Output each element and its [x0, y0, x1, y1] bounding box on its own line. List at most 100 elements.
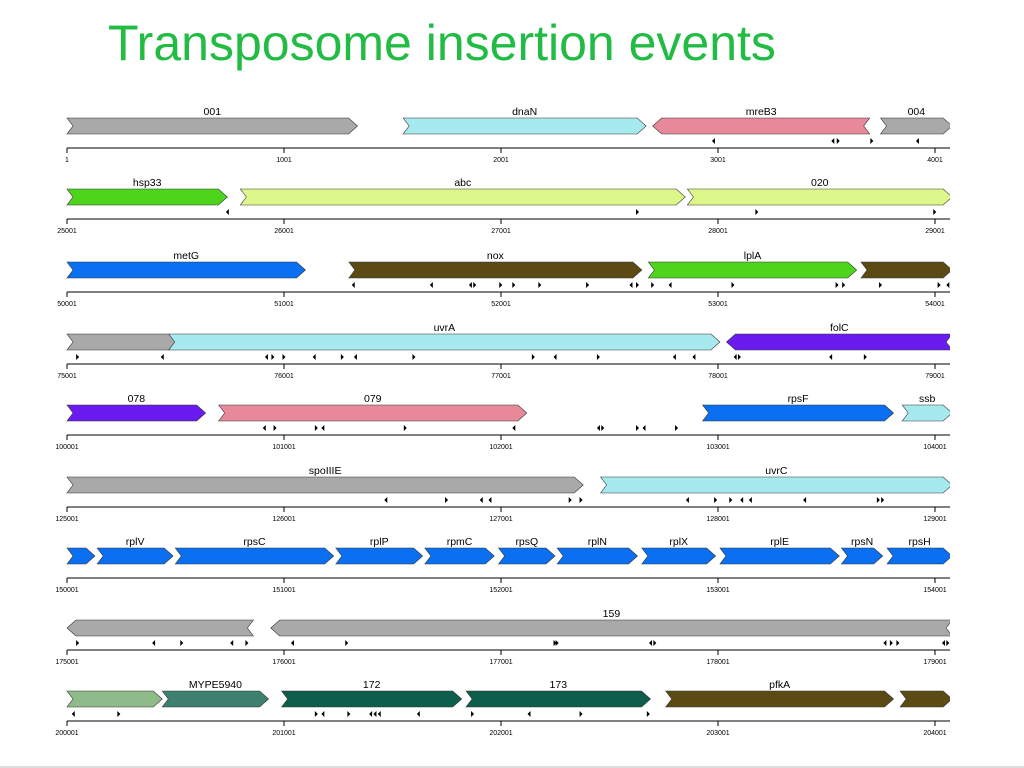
gene-arrow — [239, 188, 686, 206]
gene-label: 001 — [204, 106, 222, 118]
gene-arrow — [686, 188, 950, 206]
gene-arrow — [168, 333, 721, 351]
insertion-marker — [835, 282, 839, 288]
gene-label: rplN — [588, 536, 607, 548]
tick-label: 204001 — [923, 730, 946, 737]
tick-label: 200001 — [55, 730, 78, 737]
tick-label: 128001 — [706, 516, 729, 523]
tick-label: 176001 — [272, 659, 295, 666]
insertion-marker — [831, 138, 835, 144]
gene-arrow — [402, 117, 647, 135]
tick-label: 102001 — [489, 444, 512, 451]
tick-label: 27001 — [491, 228, 511, 235]
tick-label: 29001 — [925, 228, 945, 235]
tick-label: 150001 — [55, 587, 78, 594]
gene-arrow — [66, 619, 255, 637]
tick-label: 125001 — [55, 516, 78, 523]
gene-arrow — [860, 261, 950, 279]
insertion-marker — [635, 282, 639, 288]
insertion-marker — [883, 640, 887, 646]
insertion-marker — [879, 282, 883, 288]
tick-label: 54001 — [925, 301, 945, 308]
gene-label: dnaN — [512, 106, 537, 118]
gene-label: rplE — [770, 536, 789, 548]
insertion-marker — [160, 354, 164, 360]
insertion-marker — [685, 497, 689, 503]
gene-arrow — [465, 690, 651, 708]
insertion-marker — [740, 497, 744, 503]
gene-label: 020 — [811, 177, 829, 189]
insertion-marker — [579, 497, 583, 503]
insertion-marker — [412, 354, 416, 360]
insertion-marker — [264, 354, 268, 360]
gene-label: rpsF — [788, 393, 809, 405]
insertion-marker — [553, 640, 557, 646]
insertion-marker — [870, 138, 874, 144]
insertion-marker — [351, 282, 355, 288]
insertion-marker — [345, 640, 349, 646]
gene-label: MYPE5940 — [189, 679, 242, 691]
insertion-marker — [76, 354, 80, 360]
gene-arrow — [66, 333, 178, 351]
tick-label: 52001 — [491, 301, 511, 308]
insertion-marker — [321, 711, 325, 717]
insertion-marker — [829, 354, 833, 360]
insertion-marker — [915, 138, 919, 144]
gene-label: metG — [173, 250, 199, 262]
insertion-marker — [748, 497, 752, 503]
insertion-marker — [471, 711, 475, 717]
gene-label: spoIIIE — [309, 465, 342, 477]
gene-arrow — [218, 404, 528, 422]
tick-label: 153001 — [706, 587, 729, 594]
insertion-marker — [714, 497, 718, 503]
gene-arrow — [701, 404, 895, 422]
insertion-marker — [842, 282, 846, 288]
insertion-marker — [377, 711, 381, 717]
tick-label: 28001 — [708, 228, 728, 235]
insertion-marker — [271, 354, 275, 360]
gene-label: 172 — [363, 679, 381, 691]
gene-arrow — [66, 547, 96, 565]
tick-label: 126001 — [272, 516, 295, 523]
insertion-marker — [531, 354, 535, 360]
tick-label: 1 — [65, 157, 69, 164]
tick-label: 104001 — [923, 444, 946, 451]
insertion-marker — [635, 209, 639, 215]
insertion-marker — [668, 282, 672, 288]
gene-label: 079 — [364, 393, 382, 405]
insertion-marker — [629, 282, 633, 288]
gene-arrow — [556, 547, 638, 565]
insertion-marker — [601, 425, 605, 431]
insertion-marker — [262, 425, 266, 431]
insertion-marker — [711, 138, 715, 144]
insertion-marker — [340, 354, 344, 360]
tick-label: 202001 — [489, 730, 512, 737]
gene-arrow — [901, 404, 950, 422]
gene-arrow — [600, 476, 950, 494]
insertion-marker — [71, 711, 75, 717]
insertion-marker — [312, 354, 316, 360]
gene-arrow — [899, 690, 950, 708]
gene-track: 159 — [66, 608, 950, 655]
insertion-marker — [579, 711, 583, 717]
tick-label: 2001 — [493, 157, 509, 164]
gene-label: rplX — [669, 536, 688, 548]
gene-arrow — [719, 547, 840, 565]
gene-arrow — [647, 261, 858, 279]
gene-arrow — [840, 547, 884, 565]
tick-label: 25001 — [57, 228, 77, 235]
gene-label: uvrA — [434, 322, 456, 334]
insertion-marker — [803, 497, 807, 503]
tick-label: 151001 — [272, 587, 295, 594]
insertion-marker — [282, 354, 286, 360]
tick-label: 26001 — [274, 228, 294, 235]
insertion-marker — [946, 640, 950, 646]
gene-arrow — [726, 333, 950, 351]
insertion-marker — [692, 354, 696, 360]
insertion-marker — [225, 209, 229, 215]
insertion-marker — [555, 640, 559, 646]
gene-label: pfkA — [769, 679, 790, 691]
